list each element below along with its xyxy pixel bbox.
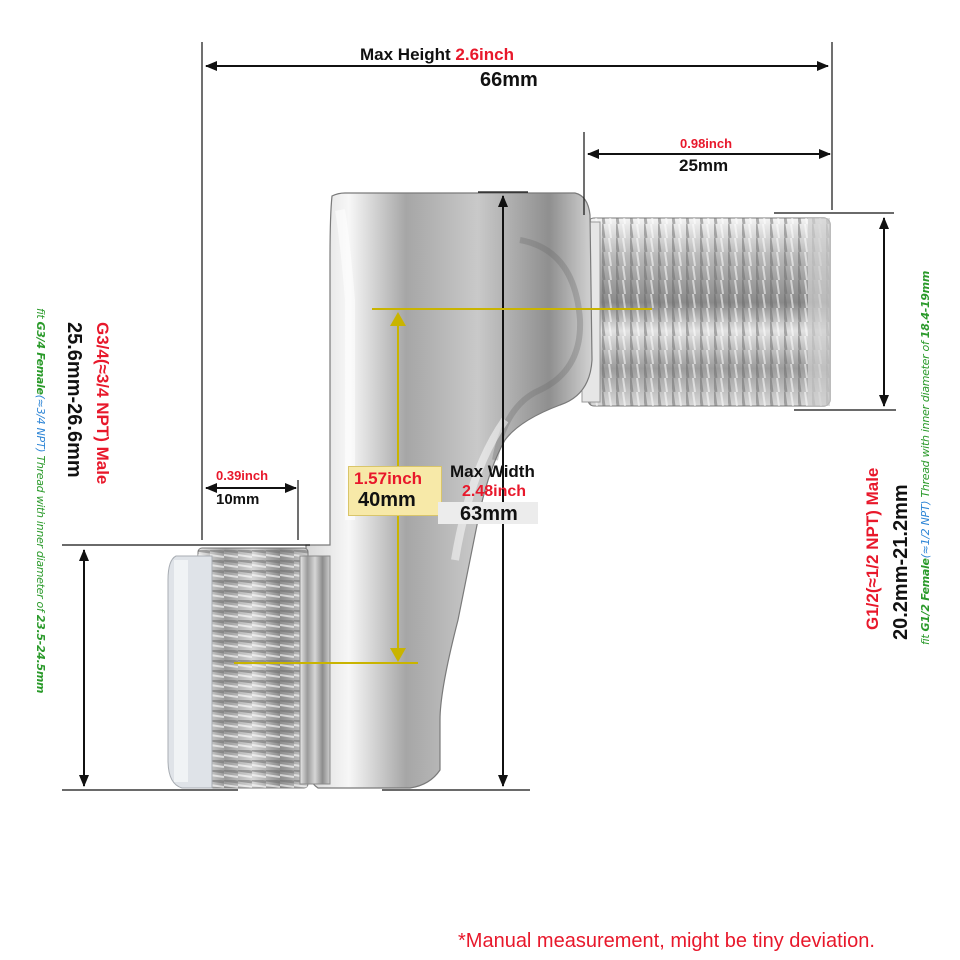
- max-height-mm: 66mm: [480, 69, 538, 91]
- disclaimer-note: *Manual measurement, might be tiny devia…: [458, 930, 875, 952]
- right-port-fit-npt: (≈1/2 NPT): [919, 500, 932, 559]
- left-port-fit-prefix: fit: [34, 308, 47, 322]
- offset-inch: 1.57inch: [354, 469, 423, 488]
- max-height-title: Max Height: [360, 45, 451, 64]
- dimension-arrows: [79, 61, 889, 787]
- left-thread-length-inch: 0.39inch: [216, 468, 269, 483]
- left-thread: [197, 547, 331, 789]
- left-port-fit-diameter: 23.5-24.5mm: [34, 614, 47, 694]
- right-port-fit-diameter: 18.4-19mm: [919, 271, 932, 339]
- max-height-label: Max Height 2.6inch: [360, 46, 514, 63]
- right-thread-length-inch: 0.98inch: [680, 136, 733, 151]
- right-thread: [581, 217, 831, 407]
- max-height-inch: 2.6inch: [455, 45, 515, 64]
- washer: [167, 555, 213, 789]
- right-port-fit-note: fit G1/2 Female(≈1/2 NPT) Thread with in…: [919, 271, 932, 645]
- offset-mm: 40mm: [358, 489, 416, 511]
- max-width-inch: 2.48inch: [462, 483, 527, 500]
- left-thread-length-mm: 10mm: [216, 491, 260, 508]
- left-port-range: 25.6mm-26.6mm: [63, 322, 85, 478]
- right-port-fit-mid: Thread with inner diameter of: [919, 338, 932, 501]
- left-port-fit-note: fit G3/4 Female(≈3/4 NPT) Thread with in…: [34, 308, 47, 694]
- max-width-mm-box: [438, 502, 538, 524]
- left-port-spec: G3/4(≈3/4 NPT) Male: [93, 322, 112, 485]
- reference-lines: [62, 42, 896, 791]
- offset-highlight: [348, 466, 442, 516]
- right-port-range: 20.2mm-21.2mm: [890, 484, 912, 640]
- max-width-mm: 63mm: [460, 503, 518, 525]
- left-port-fit-npt: (≈3/4 NPT): [34, 394, 47, 453]
- left-port-fit-thread: G3/4 Female: [34, 321, 47, 395]
- right-thread-length-mm: 25mm: [679, 156, 729, 175]
- right-port-fit-thread: G1/2 Female: [919, 558, 932, 632]
- max-width-title: Max Width: [450, 462, 535, 481]
- right-port-spec: G1/2(≈1/2 NPT) Male: [863, 467, 882, 630]
- left-port-fit-mid: Thread with inner diameter of: [34, 452, 47, 615]
- right-port-fit-prefix: fit: [919, 631, 932, 645]
- fitting-illustration: [167, 192, 831, 789]
